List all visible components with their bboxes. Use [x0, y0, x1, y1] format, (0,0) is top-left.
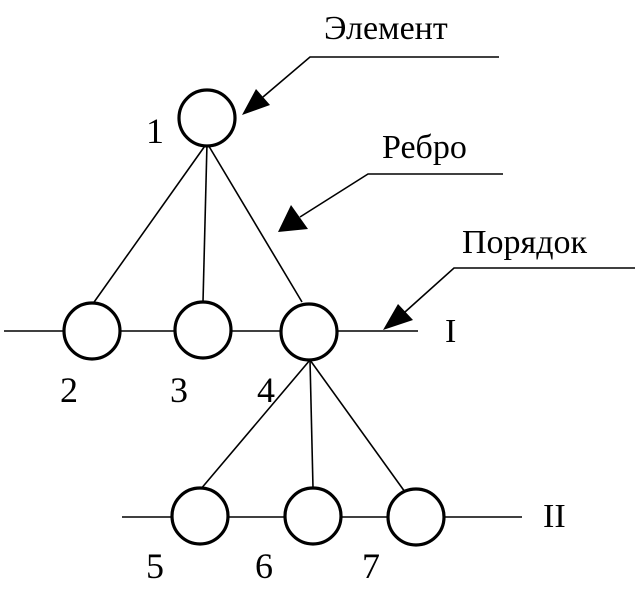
- level-label-first: I: [445, 313, 456, 350]
- annotation-order: Порядок: [462, 224, 587, 261]
- node-7: [386, 487, 446, 547]
- callout-order-arrowhead: [383, 304, 413, 330]
- node-label-2: 2: [60, 370, 78, 410]
- annotation-edge: Ребро: [382, 129, 467, 166]
- node-label-1: 1: [146, 111, 164, 151]
- node-label-7: 7: [362, 546, 380, 586]
- node-4: [279, 302, 339, 362]
- node-3: [173, 300, 233, 360]
- node-5: [170, 486, 230, 546]
- node-1: [177, 88, 237, 148]
- node-label-6: 6: [255, 546, 273, 586]
- edge-4-7: [309, 359, 406, 493]
- annotation-element: Элемент: [324, 10, 448, 47]
- callout-edge-arrowhead: [278, 205, 308, 232]
- edge-1-2: [91, 142, 208, 306]
- node-label-4: 4: [257, 370, 275, 410]
- edge-1-3: [202, 142, 208, 303]
- node-2: [62, 301, 122, 361]
- edge-1-4: [206, 142, 303, 303]
- node-label-5: 5: [146, 546, 164, 586]
- node-label-3: 3: [170, 370, 188, 410]
- callout-order-line: [404, 267, 635, 313]
- callout-element-arrowhead: [242, 89, 270, 115]
- node-6: [283, 486, 343, 546]
- edge-4-6: [309, 359, 314, 489]
- callout-element-line: [262, 56, 499, 98]
- level-label-second: II: [543, 498, 566, 535]
- edge-4-5: [199, 359, 311, 491]
- callout-edge-line: [299, 173, 503, 218]
